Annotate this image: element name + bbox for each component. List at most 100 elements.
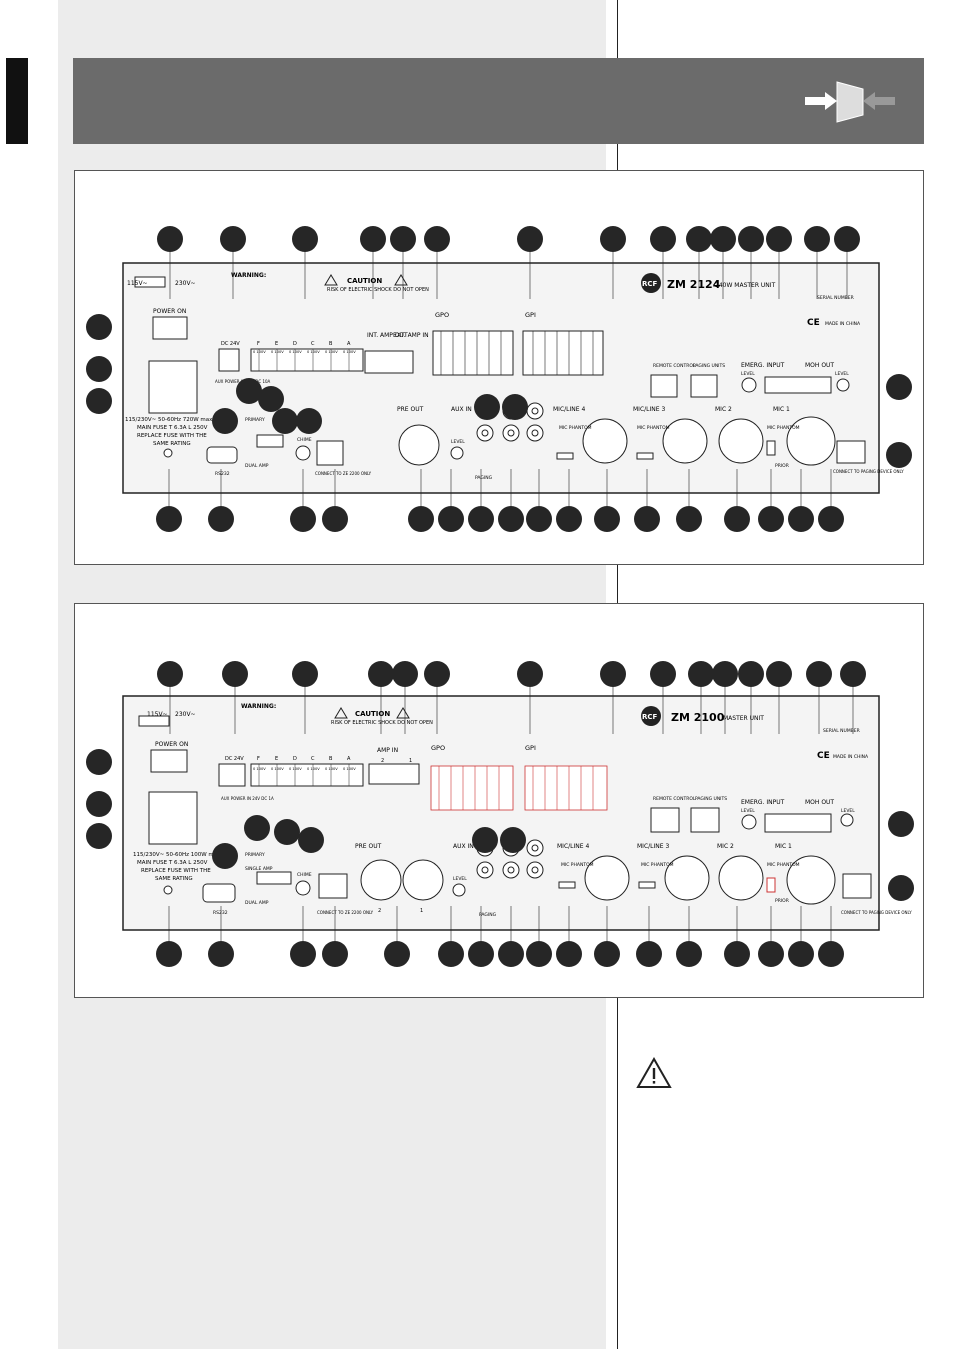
zone-label-a: A <box>347 756 351 762</box>
mic1-xlr <box>786 416 836 466</box>
callout-marker <box>712 661 738 687</box>
model-label: ZM 2100 <box>671 711 725 724</box>
pre-out-label: PRE OUT <box>397 406 424 413</box>
remote-control-port <box>650 807 680 833</box>
callout-marker <box>86 314 112 340</box>
callout-marker <box>424 661 450 687</box>
gpi-terminal-block <box>522 330 604 376</box>
zone-volt-f: 0 100V <box>253 767 266 771</box>
callout-marker <box>806 661 832 687</box>
rs232-label: RS232 <box>215 471 230 477</box>
caution-sub: RISK OF ELECTRIC SHOCK DO NOT OPEN <box>327 287 429 293</box>
rca-jack-center <box>507 866 515 874</box>
callout-marker <box>738 226 764 252</box>
caution-triangle-icon-2 <box>394 274 408 286</box>
zone-volt-b: 0 100V <box>325 350 338 354</box>
moh-level-knob <box>836 378 850 392</box>
remote-control-port <box>650 374 678 398</box>
amp-in-2-label: 2 <box>381 758 384 764</box>
aux-power-label: AUX POWER IN 24V DC 1A <box>221 796 274 801</box>
callout-marker <box>290 506 316 532</box>
mic4-line-mic-switch <box>558 881 576 889</box>
amp-in-1-label: 1 <box>409 758 412 764</box>
zone-volt-a: 0 100V <box>343 350 356 354</box>
mic2-label: MIC 2 <box>717 843 734 850</box>
zm2124-rear-panel-drawing: 115V~ 230V~ POWER ON 115/230V~ 50-60Hz 7… <box>86 226 912 532</box>
zone-label-d: D <box>293 756 297 762</box>
fuse-line-4: SAME RATING <box>153 441 191 447</box>
fuse-line-2: MAIN FUSE T 6.3A L 250V <box>137 425 208 431</box>
mic4-xlr <box>582 418 628 464</box>
brand-label: RCF <box>642 280 658 288</box>
fuse-line-2: MAIN FUSE T 6.3A L 250V <box>137 860 208 866</box>
aux-in-label: AUX IN <box>451 406 472 413</box>
dip-switches <box>256 434 284 448</box>
callout-markers <box>86 226 912 532</box>
power-on-label: POWER ON <box>153 308 186 315</box>
rca-jack <box>526 424 544 442</box>
callout-marker <box>710 226 736 252</box>
callout-marker <box>86 791 112 817</box>
pre-out-xlr <box>398 424 440 466</box>
chime-knob <box>295 880 311 896</box>
rca-jack <box>526 402 544 420</box>
paging-units-port <box>690 374 718 398</box>
rca-jack <box>476 861 494 879</box>
zone-volt-c: 0 100V <box>307 350 320 354</box>
mic-line3-label: MIC/LINE 3 <box>633 406 665 413</box>
model-label: ZM 2124 <box>667 278 721 291</box>
callout-marker <box>468 506 494 532</box>
primary-label: PRIMARY <box>245 417 265 423</box>
zone-volt-b: 0 100V <box>325 767 338 771</box>
callout-marker <box>408 506 434 532</box>
callout-marker <box>272 408 298 434</box>
callout-marker <box>686 226 712 252</box>
header-bar <box>73 58 924 144</box>
callout-marker <box>758 941 784 967</box>
power-switch <box>150 749 188 773</box>
gpo-terminal-block <box>432 330 514 376</box>
moh-level-label: LEVEL <box>835 371 849 377</box>
mic1-label: MIC 1 <box>773 406 790 413</box>
zone-label-c: C <box>311 341 315 347</box>
gpi-terminal-block <box>524 765 608 811</box>
callout-marker <box>86 823 112 849</box>
callout-marker <box>758 506 784 532</box>
mic2-label: MIC 2 <box>715 406 732 413</box>
remote-control-label: REMOTE CONTROL <box>653 363 696 369</box>
callout-marker <box>526 941 552 967</box>
callout-marker <box>298 827 324 853</box>
callout-marker <box>818 506 844 532</box>
caution-title: CAUTION <box>355 710 390 718</box>
aux-level-label: LEVEL <box>451 439 465 445</box>
ce-mark: CE <box>807 318 820 328</box>
callout-marker <box>724 941 750 967</box>
rs232-label: RS232 <box>213 910 228 916</box>
pre-out-2-xlr <box>360 859 402 901</box>
paging-device-port <box>836 440 866 464</box>
callout-marker <box>676 506 702 532</box>
callout-marker <box>594 506 620 532</box>
callout-marker <box>676 941 702 967</box>
input-output-arrow-icon <box>805 81 895 123</box>
rca-jack <box>502 424 520 442</box>
callout-marker <box>468 941 494 967</box>
fuse-holder <box>163 885 173 895</box>
moh-out-label: MOH OUT <box>805 799 834 806</box>
callout-marker <box>220 226 246 252</box>
callout-marker <box>804 226 830 252</box>
fuse-line-4: SAME RATING <box>155 876 193 882</box>
gpi-label: GPI <box>525 744 536 752</box>
fuse-line-3: REPLACE FUSE WITH THE <box>137 433 207 439</box>
mic3-phantom-label: MIC PHANTOM <box>641 862 674 868</box>
callout-marker <box>296 408 322 434</box>
serial-label: SERIAL NUMBER <box>823 728 860 734</box>
callout-marker <box>788 506 814 532</box>
voltage-selector <box>134 276 166 288</box>
callout-marker <box>498 941 524 967</box>
emerg-level-knob <box>741 377 757 393</box>
callout-marker <box>86 356 112 382</box>
power-switch <box>152 316 188 340</box>
callout-marker <box>322 941 348 967</box>
amp-terminals <box>364 350 414 374</box>
